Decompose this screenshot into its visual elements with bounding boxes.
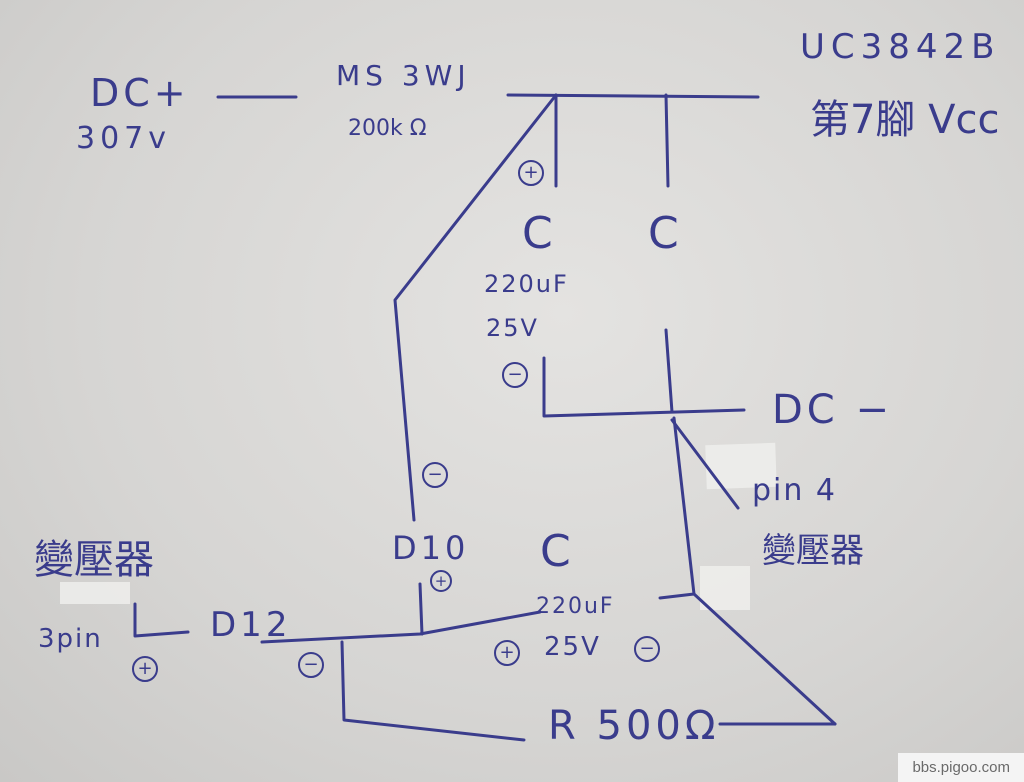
cap1-plus-icon: + [518,160,544,186]
wire-vcc-rail [506,93,760,99]
resistor-model-label: MS 3WJ [336,59,471,92]
wire-d12-bus [260,610,542,644]
pin3-plus-icon: + [132,656,158,682]
ic-name-label: UC3842B [800,27,1001,67]
watermark: bbs.pigoo.com [898,753,1024,782]
wire-cap1-bottom [542,356,746,418]
wire-d10-feed [393,93,558,522]
wire-pin4 [670,418,740,510]
wire-d10-down [418,582,424,636]
resistor-value-label: 200k Ω [348,116,427,141]
pin3-label: 3pin [38,624,103,654]
d10-label: D10 [392,529,470,567]
cap3-plus-icon: + [494,640,520,666]
cap1-label: C [522,208,553,259]
dc-plus-label: DC+ [90,71,190,115]
cap3-minus-icon: − [634,636,660,662]
d12-label: D12 [210,605,292,645]
d10-plus-icon: + [430,570,452,592]
ic-pin-label: 第7腳 Vcc [810,97,1000,143]
input-voltage-label: 307v [76,121,172,156]
wire-r-left [340,640,526,742]
cap1-value-label: 220uF [484,270,569,298]
dc-minus-label: DC − [772,387,893,433]
tape-patch [700,566,750,610]
d12-minus-icon: − [298,652,324,678]
cap3-label: C [540,526,571,577]
cap1-minus-icon: − [502,362,528,388]
wire-3pin [133,602,190,638]
d10-minus-icon: − [422,462,448,488]
pin4-label: pin 4 [752,473,838,508]
tape-patch [60,582,130,604]
cap3-voltage-label: 25V [544,632,601,662]
cap3-value-label: 220uF [536,594,615,619]
cap2-label: C [648,208,679,259]
wire-cap2-bottom [664,328,674,414]
transformer-right-label: 變壓器 [762,531,864,571]
wire-r-diagonal [692,592,837,726]
wire-cap2-top [664,93,670,188]
transformer-left-label: 變壓器 [34,537,154,583]
cap1-voltage-label: 25V [486,314,539,342]
resistor2-label: R 500Ω [548,703,720,749]
